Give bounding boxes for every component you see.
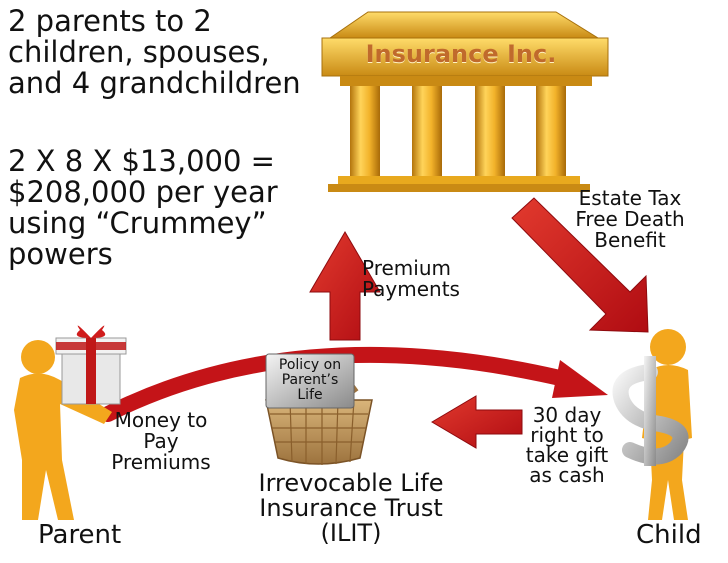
crummey-formula: 2 X 8 X $13,000 = $208,000 per year usin…	[8, 144, 278, 272]
gift-right-label: 30 day right to take gift as cash	[525, 403, 609, 487]
policy-card	[265, 353, 355, 409]
money-arc-head	[552, 360, 608, 398]
child-label: Child	[636, 520, 702, 550]
premium-payments-label: Premium Payments	[362, 256, 460, 301]
bank-name: Insurance Inc.	[365, 40, 557, 68]
dollar-sign-icon	[612, 356, 689, 466]
premium-arrow	[309, 231, 381, 341]
money-to-pay-label: Money to Pay Premiums	[111, 408, 211, 474]
policy-tag-label: Policy on Parent’s Life	[278, 357, 342, 404]
gift-arrow	[431, 395, 523, 449]
estate-tax-label: Estate Tax Free Death Benefit	[575, 186, 685, 252]
parent-figure-icon	[14, 340, 112, 520]
bank-building-icon	[321, 11, 609, 192]
parent-label: Parent	[38, 520, 122, 550]
headline: 2 parents to 2 children, spouses, and 4 …	[8, 4, 301, 101]
death-benefit-arrow	[511, 197, 649, 333]
gift-box-icon	[55, 325, 127, 405]
trust-label: Irrevocable Life Insurance Trust (ILIT)	[258, 469, 444, 548]
